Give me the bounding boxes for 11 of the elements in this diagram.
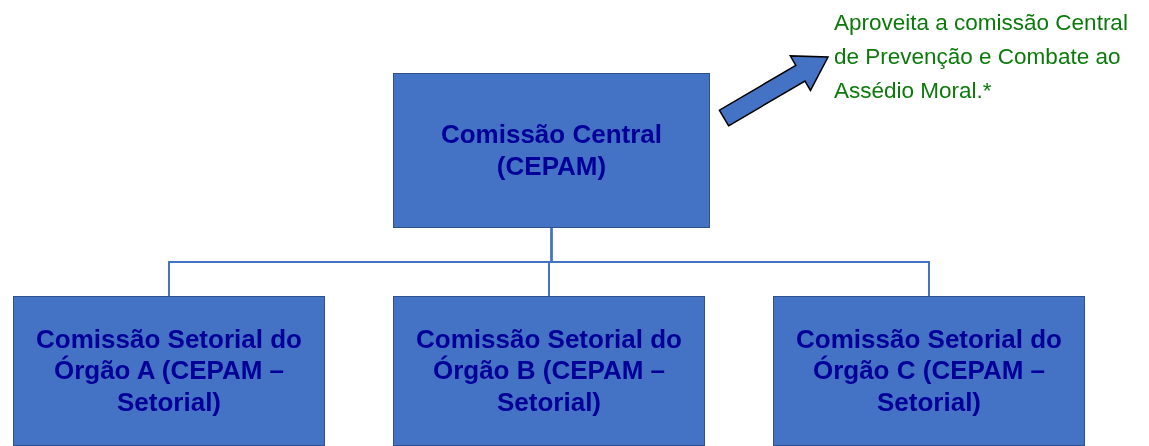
box-label: Comissão Setorial do Órgão C (CEPAM – Setorial) xyxy=(795,324,1063,418)
box-label: Comissão Central (CEPAM) xyxy=(439,119,664,182)
org-box xyxy=(393,296,705,446)
note-text: Aproveita a comissão Central de Prevenção e Combate ao Assédio Moral.* xyxy=(834,9,1129,105)
org-box xyxy=(13,296,325,446)
org-box xyxy=(773,296,1085,446)
connector-line xyxy=(550,227,930,297)
block-arrow xyxy=(718,55,830,127)
box-label: Comissão Setorial do Órgão B (CEPAM – Setorial) xyxy=(415,324,683,418)
org-box xyxy=(393,73,710,228)
box-label: Comissão Setorial do Órgão A (CEPAM – Setorial) xyxy=(35,324,303,418)
